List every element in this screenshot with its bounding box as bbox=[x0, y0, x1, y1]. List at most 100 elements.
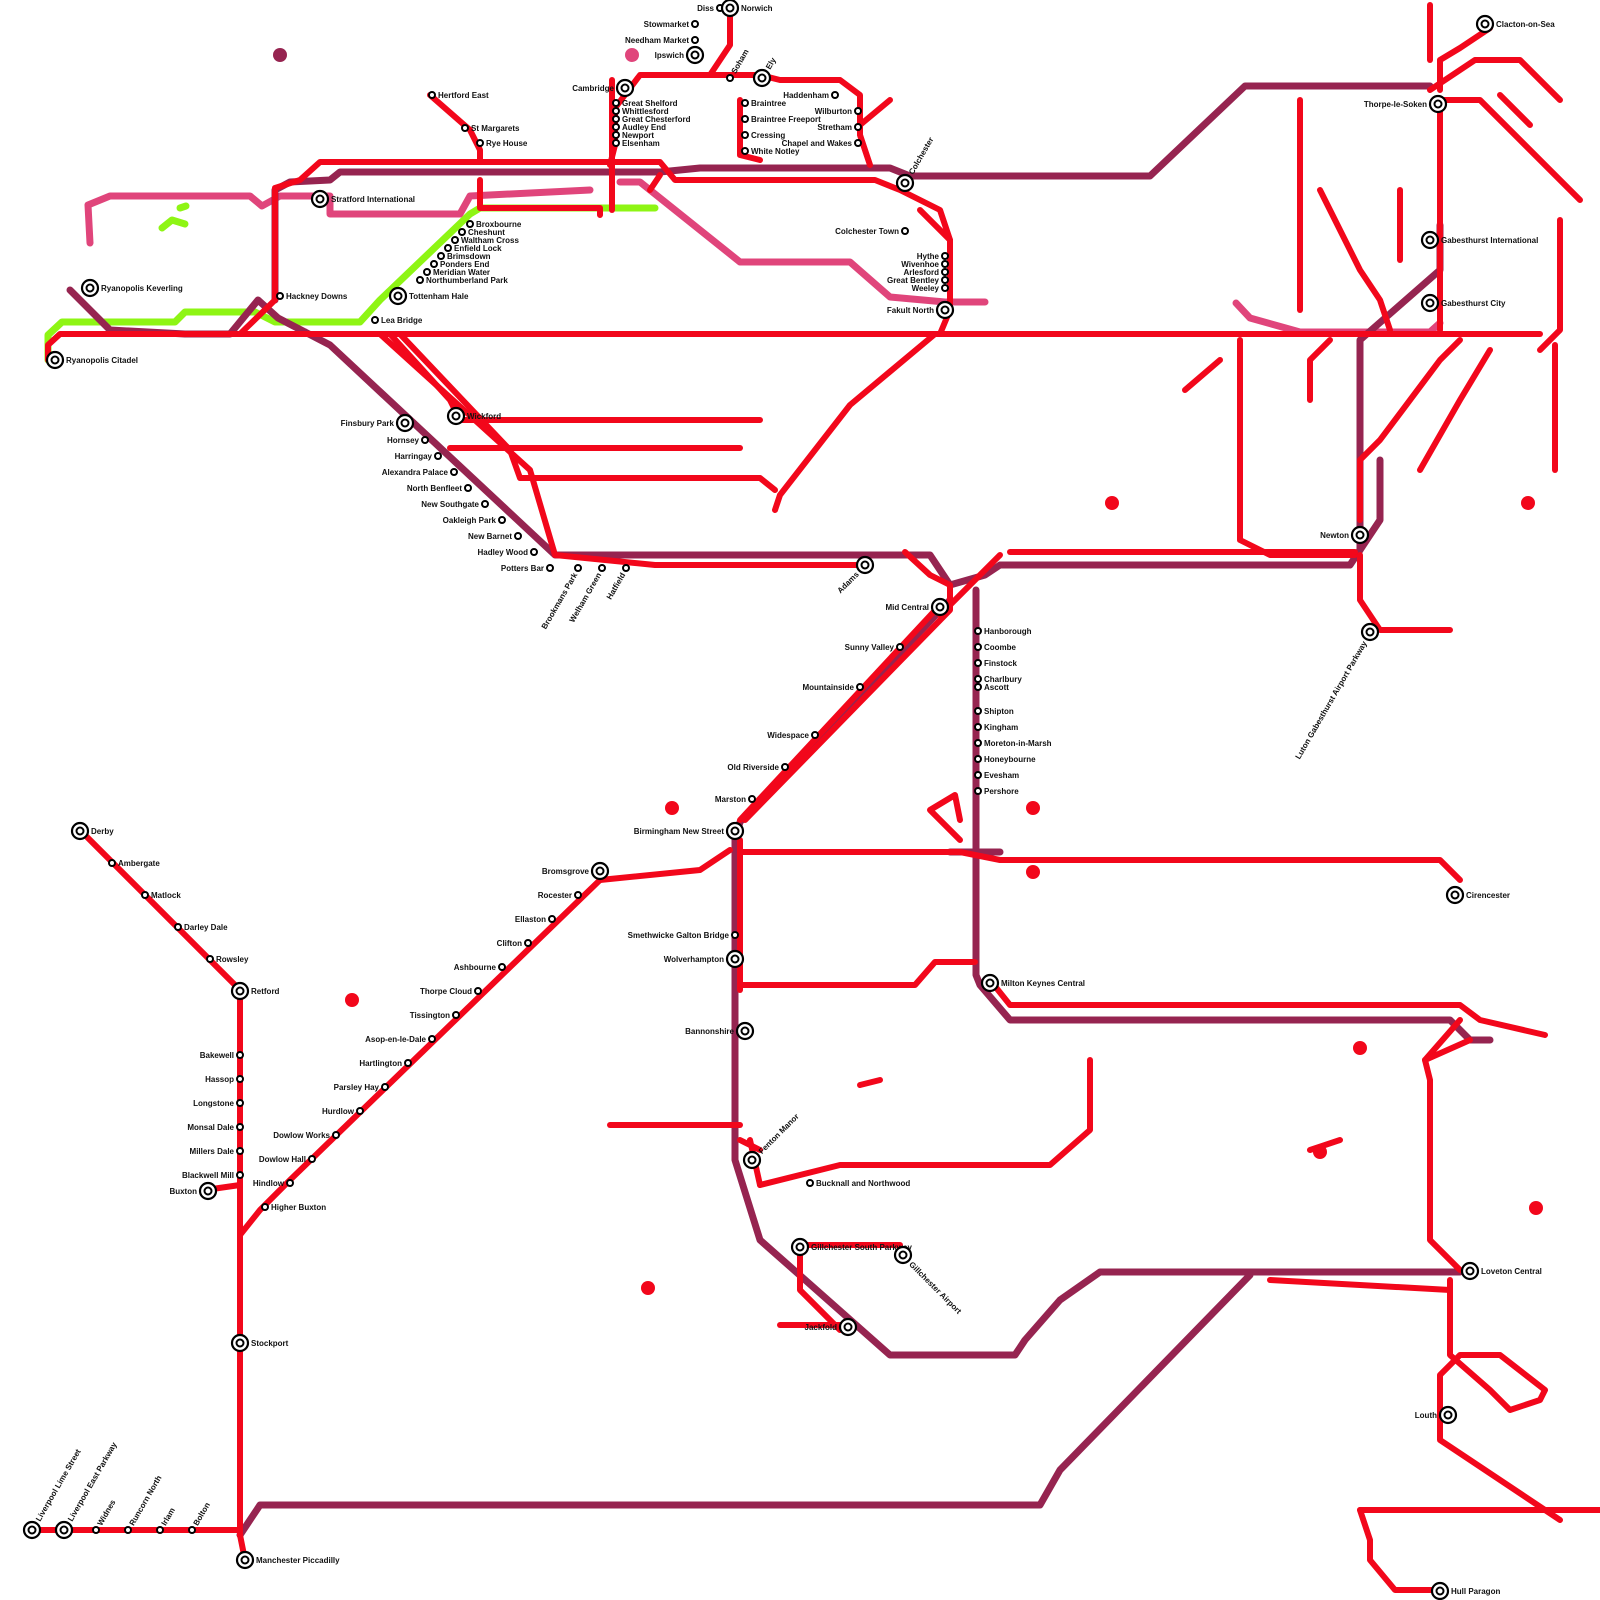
station-lea-bridge[interactable]: Lea Bridge bbox=[372, 316, 423, 325]
station-ellaston[interactable]: Ellaston bbox=[515, 915, 555, 924]
station-retford[interactable]: Retford bbox=[232, 983, 280, 999]
station-thorpe-cloud[interactable]: Thorpe Cloud bbox=[420, 987, 481, 996]
station-cressing[interactable]: Cressing bbox=[742, 131, 785, 140]
station-louth[interactable]: Louth bbox=[1415, 1407, 1456, 1423]
station-tissington[interactable]: Tissington bbox=[410, 1011, 459, 1020]
station-haddenham[interactable]: Haddenham bbox=[783, 91, 838, 100]
station-fakult-north[interactable]: Fakult North bbox=[887, 302, 953, 318]
station-hatfield[interactable]: Hatfield bbox=[605, 565, 629, 601]
station-higher-buxton[interactable]: Higher Buxton bbox=[262, 1203, 326, 1212]
station-ashbourne[interactable]: Ashbourne bbox=[454, 963, 505, 972]
station-coombe[interactable]: Coombe bbox=[975, 643, 1017, 652]
station-birmingham-new-street[interactable]: Birmingham New Street bbox=[634, 823, 743, 839]
station-derby[interactable]: Derby bbox=[72, 823, 114, 839]
station-north-benfleet[interactable]: North Benfleet bbox=[407, 484, 471, 493]
station-shipton[interactable]: Shipton bbox=[975, 707, 1014, 716]
station-manchester-piccadilly[interactable]: Manchester Piccadilly bbox=[237, 1552, 340, 1568]
station-loveton-central[interactable]: Loveton Central bbox=[1462, 1263, 1542, 1279]
station-colchester-town[interactable]: Colchester Town bbox=[835, 227, 908, 236]
station-finstock[interactable]: Finstock bbox=[975, 659, 1017, 668]
station-widespace[interactable]: Widespace bbox=[767, 731, 818, 740]
station-hull-paragon[interactable]: Hull Paragon bbox=[1432, 1583, 1500, 1599]
station-new-barnet[interactable]: New Barnet bbox=[468, 532, 521, 541]
station-newton[interactable]: Newton bbox=[1320, 527, 1368, 543]
station-smethwicke-galton-bridge[interactable]: Smethwicke Galton Bridge bbox=[628, 931, 738, 940]
station-honeybourne[interactable]: Honeybourne bbox=[975, 755, 1036, 764]
interchange-core bbox=[1482, 21, 1489, 28]
station-liverpool-lime-street[interactable]: Liverpool Lime Street bbox=[24, 1447, 83, 1538]
express-line[interactable] bbox=[70, 86, 1490, 1535]
station-clifton[interactable]: Clifton bbox=[497, 939, 531, 948]
station-stockport[interactable]: Stockport bbox=[232, 1335, 289, 1351]
station-mountainside[interactable]: Mountainside bbox=[802, 683, 863, 692]
station-marker bbox=[93, 1527, 99, 1533]
station-hadley-wood[interactable]: Hadley Wood bbox=[477, 548, 537, 557]
station-white-notley[interactable]: White Notley bbox=[742, 147, 800, 156]
station-wolverhampton[interactable]: Wolverhampton bbox=[664, 951, 743, 967]
station-label: Higher Buxton bbox=[271, 1203, 326, 1212]
station-bromsgrove[interactable]: Bromsgrove bbox=[542, 863, 608, 879]
station-needham-market[interactable]: Needham Market bbox=[625, 36, 698, 45]
station-old-riverside[interactable]: Old Riverside bbox=[727, 763, 788, 772]
station-braintree-freeport[interactable]: Braintree Freeport bbox=[742, 115, 821, 124]
station-thorpe-le-soken[interactable]: Thorpe-le-Soken bbox=[1364, 96, 1446, 112]
station-braintree[interactable]: Braintree bbox=[742, 99, 787, 108]
station-mid-central[interactable]: Mid Central bbox=[885, 599, 948, 615]
station-ryanopolis-keverling[interactable]: Ryanopolis Keverling bbox=[82, 280, 183, 296]
station-monsal-dale[interactable]: Monsal Dale bbox=[187, 1123, 243, 1132]
station-rye-house[interactable]: Rye House bbox=[477, 139, 528, 148]
station-oakleigh-park[interactable]: Oakleigh Park bbox=[443, 516, 505, 525]
station-stretham[interactable]: Stretham bbox=[817, 123, 861, 132]
station-rocester[interactable]: Rocester bbox=[538, 891, 581, 900]
station-st-margarets[interactable]: St Margarets bbox=[462, 124, 520, 133]
station-ryanopolis-citadel[interactable]: Ryanopolis Citadel bbox=[47, 352, 138, 368]
station-tottenham-hale[interactable]: Tottenham Hale bbox=[390, 288, 469, 304]
station-northumberland-park[interactable]: Northumberland Park bbox=[417, 276, 508, 285]
station-colchester[interactable]: Colchester bbox=[897, 136, 936, 191]
station-ipswich[interactable]: Ipswich bbox=[655, 47, 703, 63]
station-elsenham[interactable]: Elsenham bbox=[613, 139, 660, 148]
station-hornsey[interactable]: Hornsey bbox=[387, 436, 428, 445]
station-harringay[interactable]: Harringay bbox=[395, 452, 441, 461]
station-cambridge[interactable]: Cambridge bbox=[572, 80, 633, 96]
station-marker bbox=[189, 1527, 195, 1533]
station-hanborough[interactable]: Hanborough bbox=[975, 627, 1032, 636]
station-kingham[interactable]: Kingham bbox=[975, 723, 1018, 732]
station-bakewell[interactable]: Bakewell bbox=[200, 1051, 243, 1060]
station-marston[interactable]: Marston bbox=[715, 795, 755, 804]
station-evesham[interactable]: Evesham bbox=[975, 771, 1019, 780]
station-moreton-in-marsh[interactable]: Moreton-in-Marsh bbox=[975, 739, 1052, 748]
station-gillchester-airport[interactable]: Gillchester Airport bbox=[895, 1247, 963, 1316]
station-asop-en-le-dale[interactable]: Asop-en-le-Dale bbox=[365, 1035, 435, 1044]
station-buxton[interactable]: Buxton bbox=[169, 1183, 216, 1199]
station-stowmarket[interactable]: Stowmarket bbox=[644, 20, 698, 29]
station-longstone[interactable]: Longstone bbox=[193, 1099, 243, 1108]
station-wilburton[interactable]: Wilburton bbox=[815, 107, 861, 116]
station-blackwell-mill[interactable]: Blackwell Mill bbox=[182, 1171, 243, 1180]
station-runcorn-north[interactable]: Runcorn North bbox=[125, 1474, 164, 1533]
station-ascott[interactable]: Ascott bbox=[975, 683, 1009, 692]
station-diss[interactable]: Diss bbox=[697, 4, 723, 13]
station-cirencester[interactable]: Cirencester bbox=[1447, 887, 1510, 903]
station-gabesthurst-city[interactable]: Gabesthurst City bbox=[1422, 295, 1506, 311]
mainline-route[interactable] bbox=[30, 5, 1600, 1590]
station-hertford-east[interactable]: Hertford East bbox=[429, 91, 489, 100]
station-chapel-and-wakes[interactable]: Chapel and Wakes bbox=[782, 139, 861, 148]
station-new-southgate[interactable]: New Southgate bbox=[421, 500, 488, 509]
station-alexandra-palace[interactable]: Alexandra Palace bbox=[382, 468, 457, 477]
station-norwich[interactable]: Norwich bbox=[722, 0, 773, 16]
station-weeley[interactable]: Weeley bbox=[912, 284, 948, 293]
station-pershore[interactable]: Pershore bbox=[975, 787, 1019, 796]
station-bucknall-and-northwood[interactable]: Bucknall and Northwood bbox=[807, 1179, 910, 1188]
station-liverpool-east-parkway[interactable]: Liverpool East Parkway bbox=[56, 1440, 119, 1538]
station-clacton-on-sea[interactable]: Clacton-on-Sea bbox=[1477, 16, 1555, 32]
station-hackney-downs[interactable]: Hackney Downs bbox=[277, 292, 348, 301]
station-potters-bar[interactable]: Potters Bar bbox=[501, 564, 553, 573]
station-finsbury-park[interactable]: Finsbury Park bbox=[341, 415, 413, 431]
station-dowlow-works[interactable]: Dowlow Works bbox=[273, 1131, 339, 1140]
station-millers-dale[interactable]: Millers Dale bbox=[190, 1147, 243, 1156]
station-bannonshire[interactable]: Bannonshire bbox=[685, 1023, 753, 1039]
station-luton-gabesthurst-airport-parkway[interactable]: Luton Gabesthurst Airport Parkway bbox=[1294, 624, 1378, 761]
station-marker bbox=[742, 132, 748, 138]
airport-line[interactable] bbox=[88, 182, 1440, 332]
